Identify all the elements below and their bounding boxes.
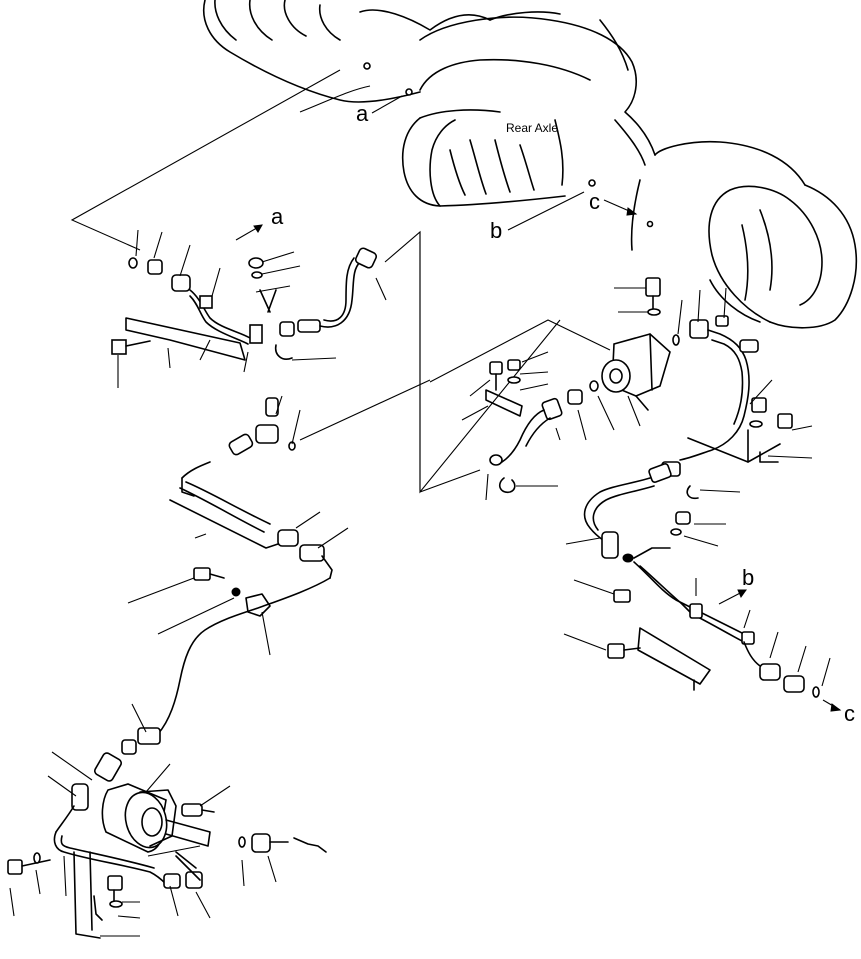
callout-b-axle: b [490, 218, 502, 243]
lower-left-assembly [7, 751, 327, 939]
axle-label: Rear Axle [506, 121, 558, 135]
rear-axle: Rear Axle [203, 0, 858, 329]
callout-a-arrow: a [271, 204, 284, 229]
lower-right-assembly [563, 463, 831, 698]
callout-c-axle: c [589, 189, 600, 214]
callouts: a a b c b c [235, 85, 855, 726]
callout-c-arrow: c [844, 701, 855, 726]
callout-a-axle: a [356, 101, 369, 126]
callout-b-arrow: b [742, 565, 754, 590]
center-left-assembly [169, 395, 349, 579]
connection-lines [70, 69, 611, 494]
center-lower-line [121, 567, 331, 755]
upper-left-assembly [111, 229, 387, 388]
center-right-assembly [461, 277, 813, 501]
